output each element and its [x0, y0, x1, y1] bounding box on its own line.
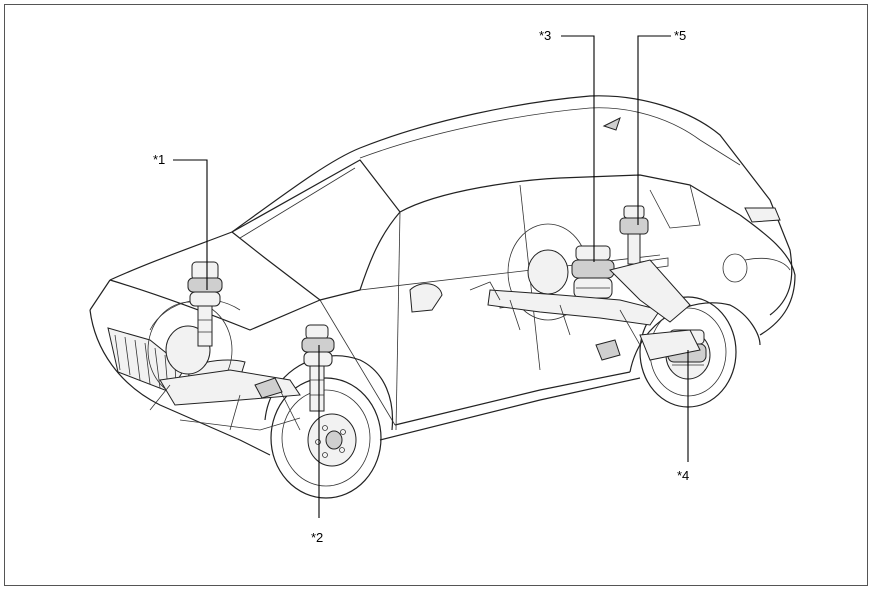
callout-1-label: *1 — [153, 152, 165, 167]
front-right-wheel — [270, 377, 382, 499]
callout-5-label: *5 — [674, 28, 686, 43]
front-left-air-spring — [187, 261, 223, 347]
callout-2-label: *2 — [311, 530, 323, 545]
front-right-air-spring — [301, 324, 335, 412]
rear-shock-absorber — [619, 205, 649, 265]
front-subframe — [149, 369, 301, 431]
callout-3-label: *3 — [539, 28, 551, 43]
rear-subframe — [469, 259, 701, 361]
rear-left-air-spring — [571, 245, 615, 299]
leader-lines — [173, 35, 689, 518]
callout-4-label: *4 — [677, 468, 689, 483]
